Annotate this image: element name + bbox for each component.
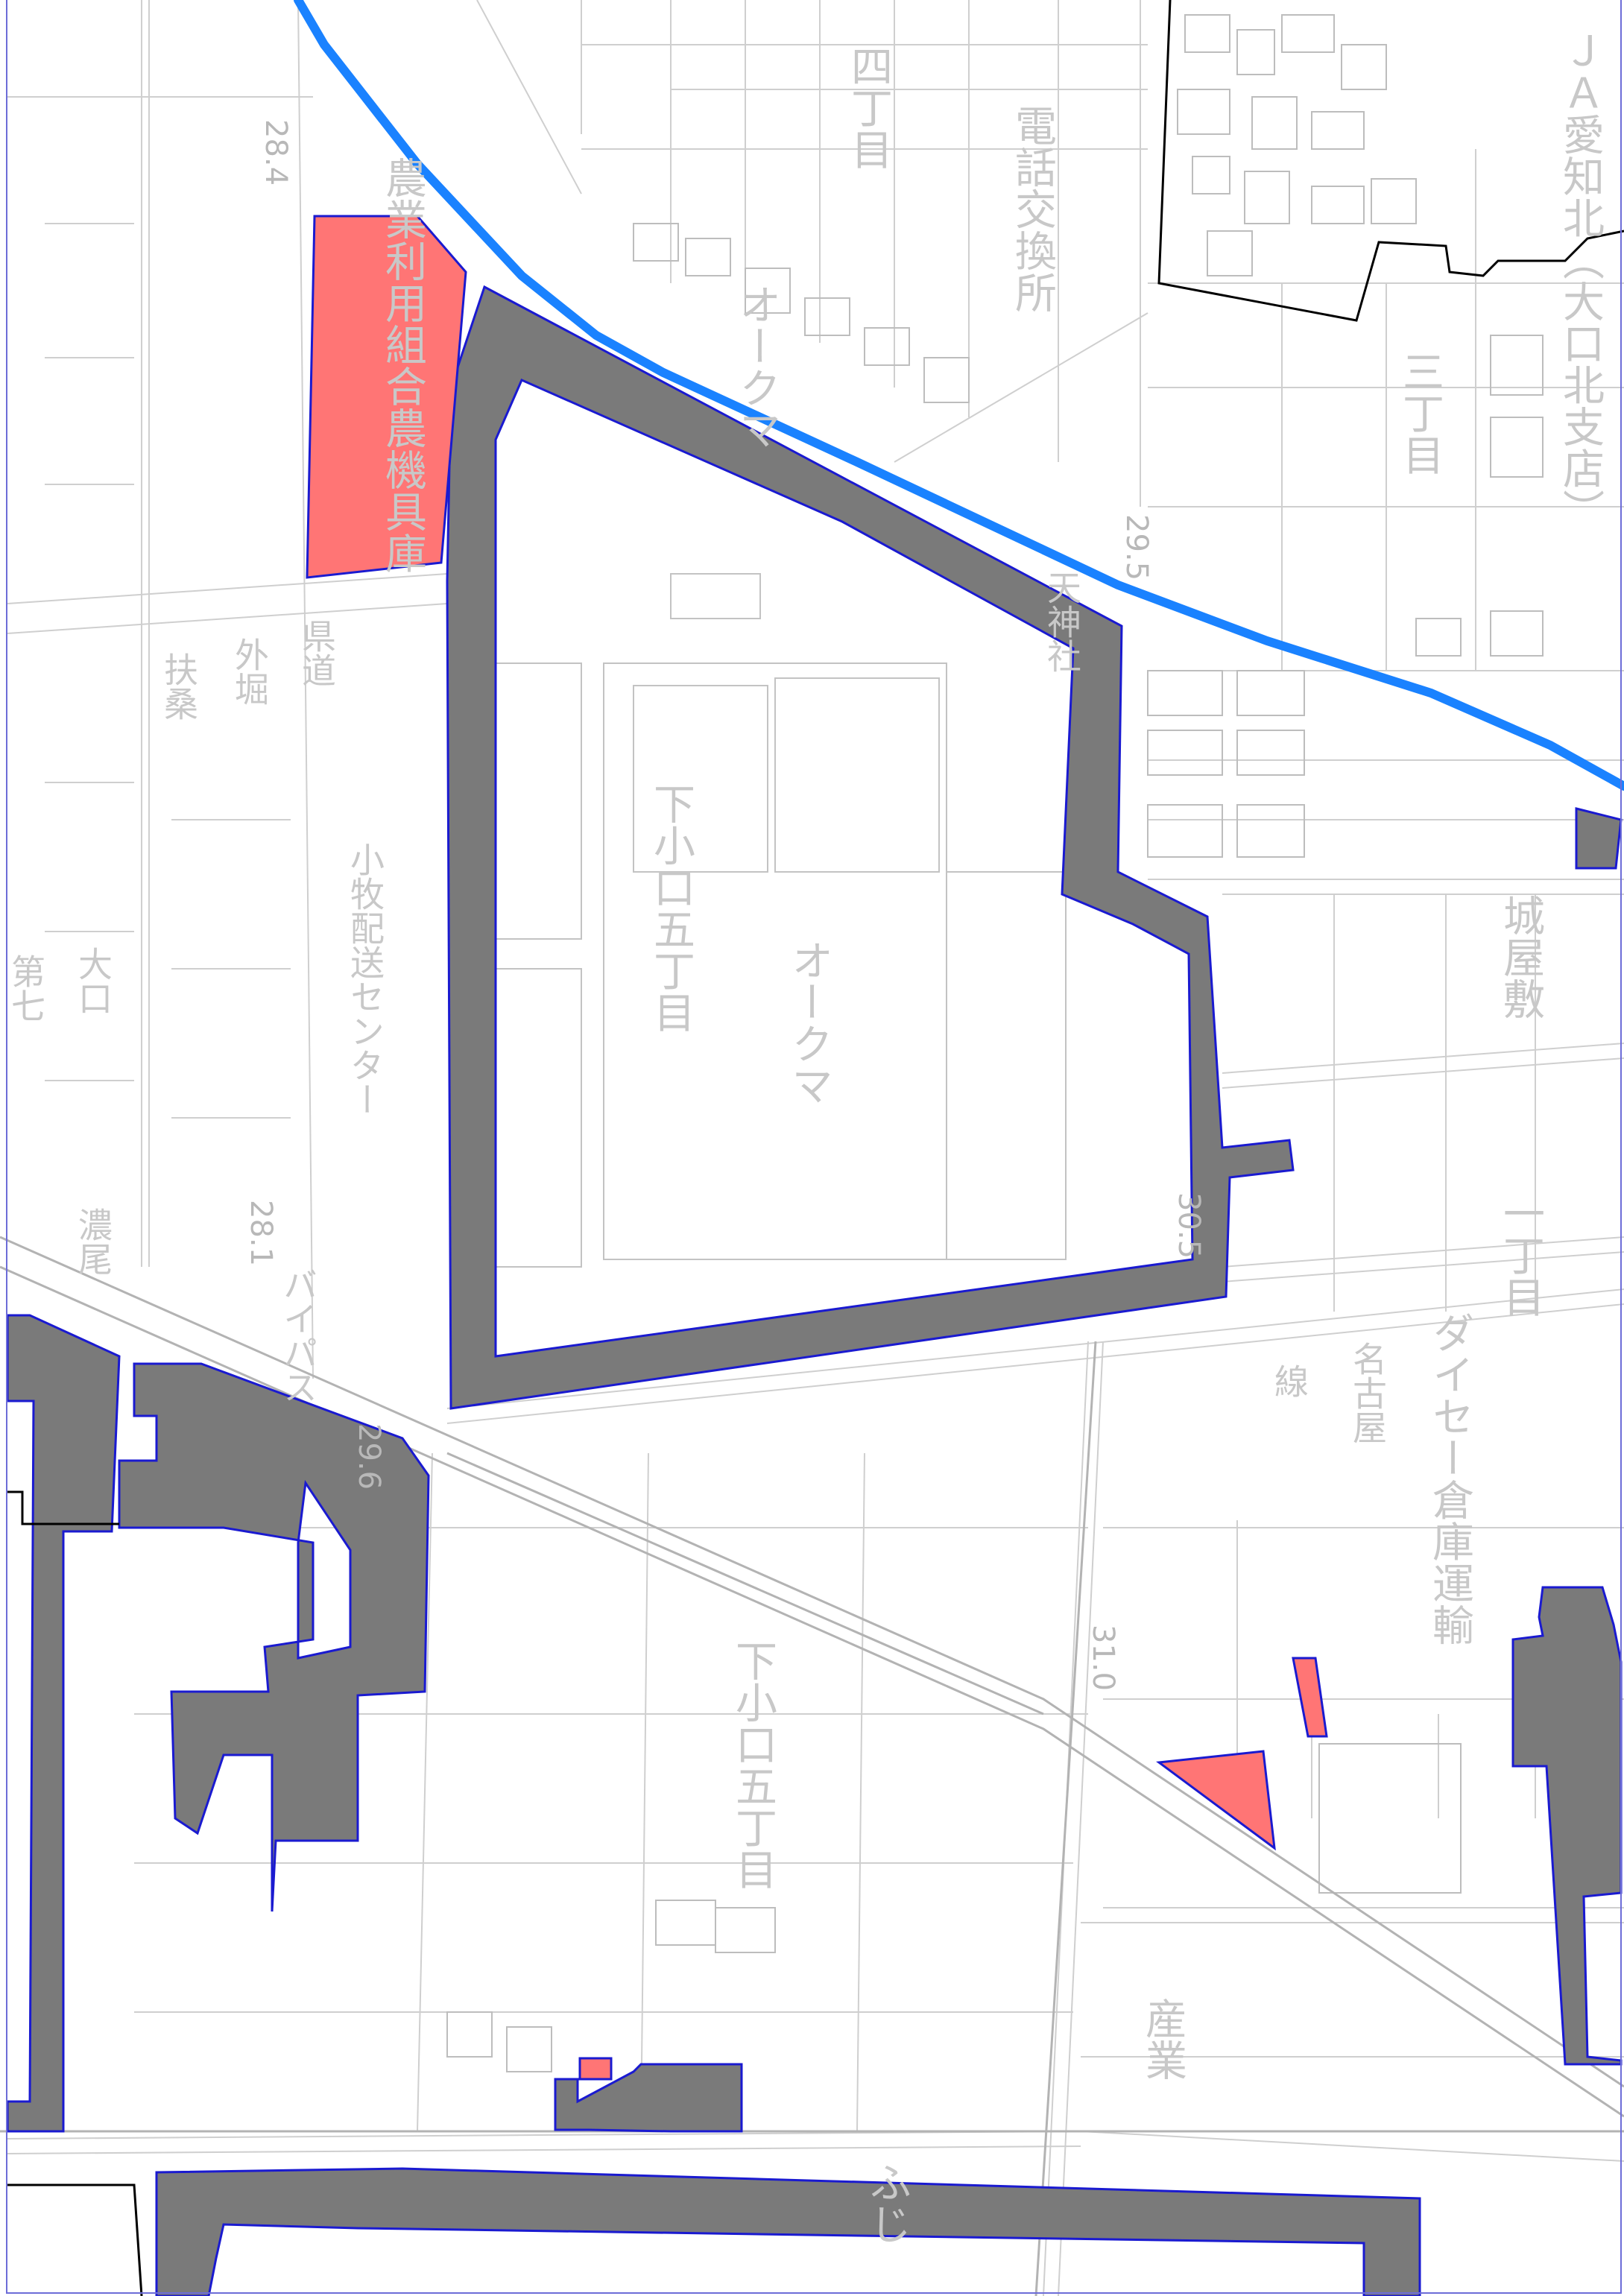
label-295: 29.5	[1119, 514, 1154, 581]
label-telephone: 電話交換所	[1008, 104, 1057, 313]
zone-red-northwest	[306, 215, 467, 579]
zone-east-small	[1575, 807, 1623, 870]
zone-bottom-band	[155, 2167, 1421, 2296]
label-bypass: バイパス	[278, 1267, 318, 1404]
label-305: 30.5	[1172, 1192, 1206, 1259]
label-shimo-5: 下小口五丁目	[729, 1639, 777, 1890]
zone-red-triangle	[1156, 1750, 1276, 1851]
label-hall-north: 農業利用組合農機具庫	[379, 156, 427, 574]
label-ja: ＪＡ愛知北（大口北支店）	[1556, 30, 1605, 531]
label-nagoya: 名古屋	[1347, 1341, 1388, 1444]
label-chome-1: 一丁目	[1497, 1192, 1545, 1318]
red-zones	[306, 215, 1328, 2081]
district-boundaries	[7, 0, 1624, 2296]
label-281: 28.1	[244, 1200, 278, 1266]
zone-red-thin	[1292, 1657, 1328, 1738]
label-dai: ダイセー倉庫運輸	[1426, 1312, 1474, 1645]
gray-zones	[6, 285, 1623, 2296]
label-okuma: オークマ	[785, 939, 833, 1106]
label-nouno: 濃尾	[73, 1207, 113, 1276]
river	[294, 0, 1624, 791]
label-hall-north-num: 28.4	[259, 119, 293, 186]
label-296: 29.6	[352, 1423, 386, 1490]
label-sangyo: 産業	[1139, 1997, 1187, 2081]
label-sotobori: 外堀	[230, 637, 270, 706]
label-factory-oakuma: オークマ	[733, 283, 781, 450]
map-labels: 農業利用組合農機具庫 28.4 電話交換所 ＪＡ愛知北（大口北支店） 四丁目 三…	[6, 30, 1605, 2245]
zone-right-strip	[1511, 1586, 1623, 2066]
zone-red-tiny	[578, 2057, 613, 2081]
label-block-3: 三丁目	[1396, 350, 1444, 475]
label-fuji: ふじ	[863, 2161, 911, 2245]
label-dai7: 第七	[6, 954, 46, 1022]
label-block-4: 四丁目	[844, 45, 893, 170]
building-footprints	[446, 14, 1544, 2072]
label-tenjin: 天神社	[1042, 570, 1082, 673]
label-sen: 線	[1269, 1364, 1309, 1398]
label-center: 小牧配送センター	[345, 842, 385, 1116]
label-fukuso: 扶桑	[159, 652, 199, 721]
zone-west-strip	[6, 1314, 121, 2133]
label-kendo: 県道	[297, 619, 337, 687]
label-block-5: 下小口五丁目	[647, 782, 695, 1033]
parcel-lines	[7, 0, 1624, 2296]
zone-factory-ring	[446, 285, 1295, 1410]
zone-complex	[118, 1362, 430, 1912]
label-oguchi: 大口	[73, 946, 113, 1015]
label-shiroyashiki: 城屋敷	[1497, 894, 1545, 1019]
label-310: 31.0	[1086, 1625, 1120, 1691]
zone-lower-central	[554, 2063, 743, 2133]
